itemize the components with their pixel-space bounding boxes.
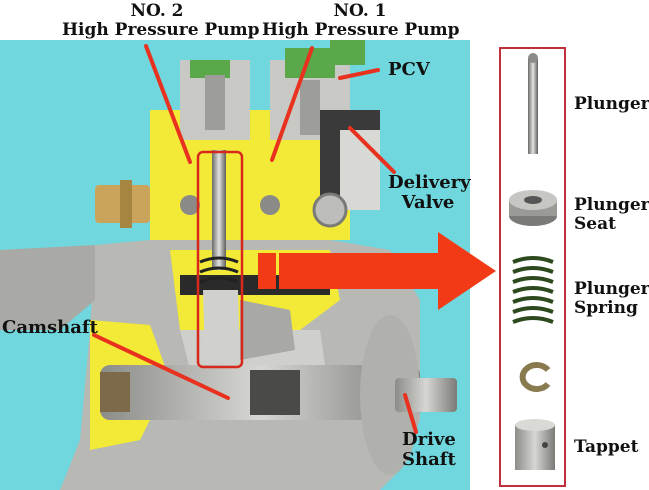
drive-shaft-label: Drive Shaft xyxy=(402,430,456,470)
parts-callout-panel xyxy=(499,47,566,487)
highlight-box xyxy=(196,150,244,369)
pump2-label: NO. 2 High Pressure Pump xyxy=(62,1,260,40)
part-plunger-spring-line1: Plunger xyxy=(574,279,649,299)
part-plunger-seat-line1: Plunger xyxy=(574,195,649,215)
drive-shaft-line1: Drive xyxy=(402,429,456,450)
connector-no2 xyxy=(190,60,230,78)
delivery-valve-label: Delivery Valve xyxy=(388,172,471,213)
clip-part xyxy=(519,362,551,392)
pump2-label-line1: NO. 2 xyxy=(130,1,184,21)
part-plunger-spring-label: Plunger Spring xyxy=(574,280,649,318)
plunger-spring-part xyxy=(512,256,554,324)
part-plunger-seat-line2: Seat xyxy=(574,214,616,234)
pcv-body xyxy=(330,40,365,65)
plunger-part xyxy=(528,53,538,154)
pointer-lines xyxy=(92,44,418,434)
drive-shaft-line2: Shaft xyxy=(402,449,456,470)
camshaft xyxy=(100,315,457,475)
part-plunger-seat-label: Plunger Seat xyxy=(574,196,649,234)
tappet-part xyxy=(515,419,555,470)
pump1-label: NO. 1 High Pressure Pump xyxy=(262,1,460,40)
delivery-valve-line2: Valve xyxy=(401,192,455,213)
part-plunger-spring-line2: Spring xyxy=(574,298,638,318)
plunger-seat-part xyxy=(509,190,557,226)
part-tappet-line1: Tappet xyxy=(574,437,639,457)
part-plunger-label: Plunger xyxy=(574,95,649,114)
pump1-label-line1: NO. 1 xyxy=(333,1,387,21)
part-plunger-line1: Plunger xyxy=(574,94,649,114)
pump2-label-line2: High Pressure Pump xyxy=(62,20,260,40)
side-fitting xyxy=(95,180,150,228)
explode-arrow xyxy=(258,232,496,310)
pcv-label: PCV xyxy=(388,59,430,80)
part-tappet-label: Tappet xyxy=(574,438,638,457)
delivery-valve-line1: Delivery xyxy=(388,172,471,193)
camshaft-label: Camshaft xyxy=(2,317,98,338)
pump1-label-line2: High Pressure Pump xyxy=(262,20,460,40)
pump-heads xyxy=(150,40,380,240)
plunger-assembly xyxy=(199,150,295,362)
